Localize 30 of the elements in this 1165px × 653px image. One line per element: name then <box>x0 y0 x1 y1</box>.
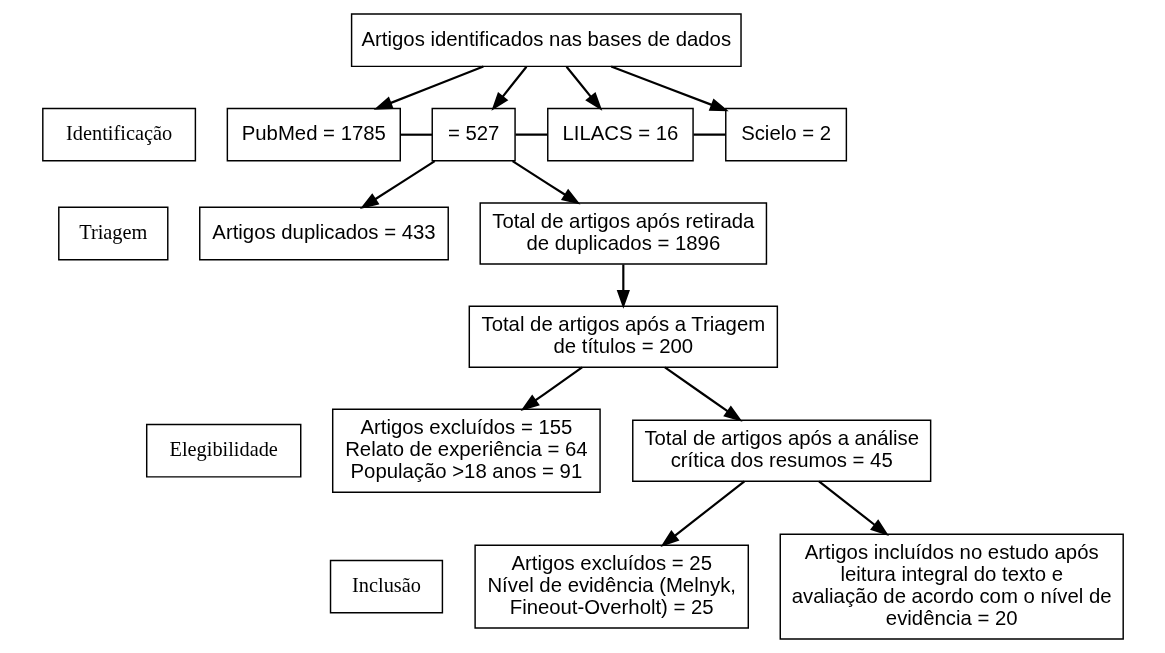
node-box: = 527 <box>431 107 516 162</box>
node-box: Triagem <box>57 206 168 261</box>
arrow <box>817 480 889 537</box>
arrow <box>511 160 580 205</box>
node-box: Total de artigos após a Triagem de títulos = 200 <box>468 305 778 368</box>
node-box: Artigos excluídos = 25 Nível de evidência (Melnyk, Fineout-Overholt) = 25 <box>473 544 749 629</box>
node-box: Identificação <box>41 107 196 162</box>
connector <box>400 133 432 136</box>
arrow <box>616 264 630 309</box>
node-box: Artigos incluídos no estudo após leitura integral do texto e avaliação de acordo com o nível de evidência = 20 <box>779 533 1124 640</box>
node-box: Artigos duplicados = 433 <box>198 206 449 261</box>
node-box: Inclusão <box>329 559 443 614</box>
node-box: Total de artigos após a análise crítica dos resumos = 45 <box>631 419 931 482</box>
arrow <box>660 480 745 547</box>
arrow <box>663 366 742 422</box>
node-box: Artigos excluídos = 155 Relato de experiência = 64 População >18 anos = 91 <box>331 408 601 493</box>
connector <box>515 133 547 136</box>
arrow <box>490 66 527 111</box>
node-box: Elegibilidade <box>145 423 301 478</box>
arrow <box>359 160 435 209</box>
node-box: Scielo = 2 <box>724 107 847 162</box>
arrow <box>565 66 602 111</box>
arrow <box>610 65 729 112</box>
node-box: PubMed = 1785 <box>226 107 401 162</box>
connector <box>693 133 725 136</box>
node-box: Total de artigos após retirada de duplicados = 1896 <box>478 202 767 265</box>
arrow <box>520 366 583 411</box>
arrow <box>373 65 484 110</box>
node-box: LILACS = 16 <box>546 107 694 162</box>
node-box: Artigos identificados nas bases de dados <box>350 13 742 68</box>
